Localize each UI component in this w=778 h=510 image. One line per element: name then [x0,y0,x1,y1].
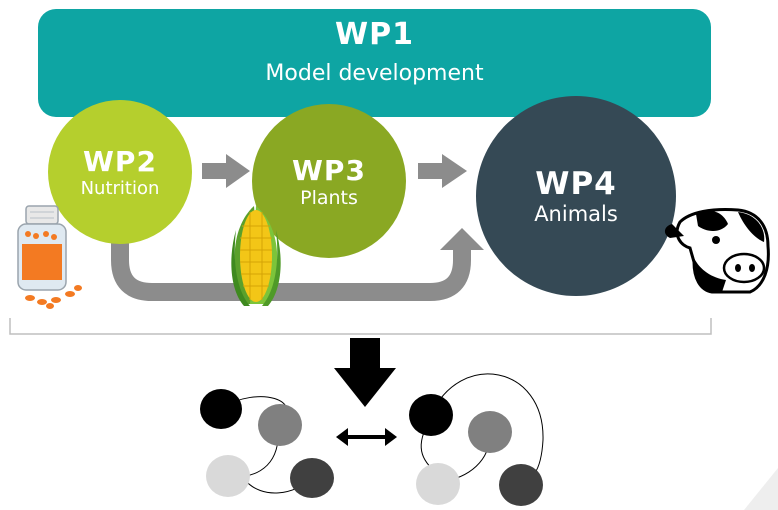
wp4-circle: WP4 Animals [476,96,676,296]
nutrition-to-animals-arrow [111,230,471,301]
corner-decoration [744,468,778,510]
double-arrow [336,428,397,446]
corn-icon [231,206,281,306]
wp1-subtitle: Model development [265,61,484,86]
wp4-title: WP4 [535,166,617,202]
wp3-title: WP3 [292,153,366,187]
down-arrow [334,338,396,407]
pill-bottle-icon [17,205,82,309]
network-right [409,373,544,506]
wp2-to-wp3-arrow [202,154,250,188]
wp3-circle: WP3 Plants [252,104,406,258]
wp1-title: WP1 [335,17,414,52]
wp2-subtitle: Nutrition [80,178,160,199]
nutrition-to-animals-arrowhead [440,228,484,250]
wp4-subtitle: Animals [534,202,618,226]
bracket-line [9,318,712,335]
wp2-title: WP2 [83,145,157,178]
wp3-to-wp4-arrow [418,154,467,188]
wp3-subtitle: Plants [300,186,358,209]
cow-icon [664,208,770,294]
wp2-circle: WP2 Nutrition [48,100,192,244]
network-left [200,389,334,498]
